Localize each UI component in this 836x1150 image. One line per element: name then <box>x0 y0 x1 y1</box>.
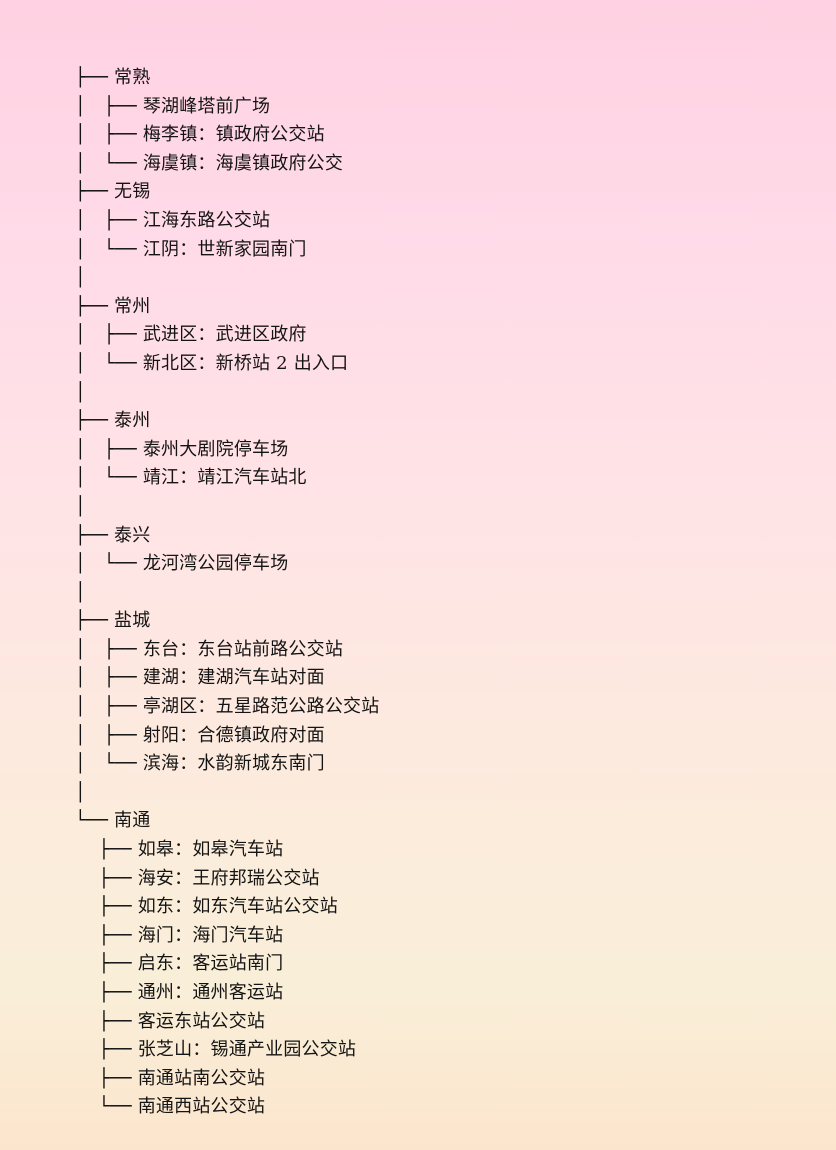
tree-line: │ ├── 琴湖峰塔前广场 <box>75 95 271 117</box>
tree-line: │ └── 靖江：靖江汽车站北 <box>75 467 307 489</box>
tree-line: │ └── 海虞镇：海虞镇政府公交 <box>75 152 344 174</box>
tree-line: ├── 泰兴 <box>75 524 151 546</box>
tree-line: │ └── 滨海：水韵新城东南门 <box>75 753 325 775</box>
tree-line: │ <box>75 381 87 403</box>
tree-line: │ <box>75 781 87 803</box>
tree-line: ├── 常熟 <box>75 67 151 88</box>
tree-line: ├── 客运东站公交站 <box>75 1010 266 1032</box>
tree-line: ├── 无锡 <box>75 181 151 203</box>
tree-line: │ <box>75 495 87 517</box>
tree-line: ├── 通州：通州客运站 <box>75 982 284 1003</box>
tree-line: │ ├── 武进区：武进区政府 <box>75 324 307 346</box>
tree-line: ├── 张芝山：锡通产业园公交站 <box>75 1039 357 1061</box>
tree-line: │ ├── 建湖：建湖汽车站对面 <box>75 667 325 689</box>
station-tree: ├── 常熟 │ ├── 琴湖峰塔前广场 │ ├── 梅李镇：镇政府公交站 │ └──… <box>75 64 379 1122</box>
tree-line: └── 南通西站公交站 <box>75 1096 266 1118</box>
tree-line: ├── 如皋：如皋汽车站 <box>75 839 284 861</box>
tree-line: │ <box>75 267 87 289</box>
tree-line: ├── 海门：海门汽车站 <box>75 924 284 946</box>
tree-line: │ └── 龙河湾公园停车场 <box>75 553 289 575</box>
tree-line: │ ├── 东台：东台站前路公交站 <box>75 638 344 660</box>
tree-line: │ <box>75 581 87 603</box>
tree-line: │ ├── 射阳：合德镇政府对面 <box>75 724 325 746</box>
tree-line: ├── 启东：客运站南门 <box>75 953 284 975</box>
tree-line: ├── 常州 <box>75 295 151 317</box>
tree-line: │ ├── 梅李镇：镇政府公交站 <box>75 124 325 146</box>
tree-line: │ └── 新北区：新桥站 2 出入口 <box>75 352 349 374</box>
tree-line: ├── 泰州 <box>75 410 151 432</box>
tree-line: ├── 盐城 <box>75 610 151 632</box>
tree-line: │ ├── 泰州大剧院停车场 <box>75 438 289 460</box>
tree-line: │ ├── 亭湖区：五星路范公路公交站 <box>75 696 380 718</box>
tree-line: │ └── 江阴：世新家园南门 <box>75 238 307 260</box>
tree-line: ├── 海安：王府邦瑞公交站 <box>75 867 320 889</box>
tree-line: │ ├── 江海东路公交站 <box>75 209 271 231</box>
tree-line: ├── 如东：如东汽车站公交站 <box>75 896 338 918</box>
tree-line: ├── 南通站南公交站 <box>75 1067 266 1089</box>
tree-line: └── 南通 <box>75 810 151 832</box>
